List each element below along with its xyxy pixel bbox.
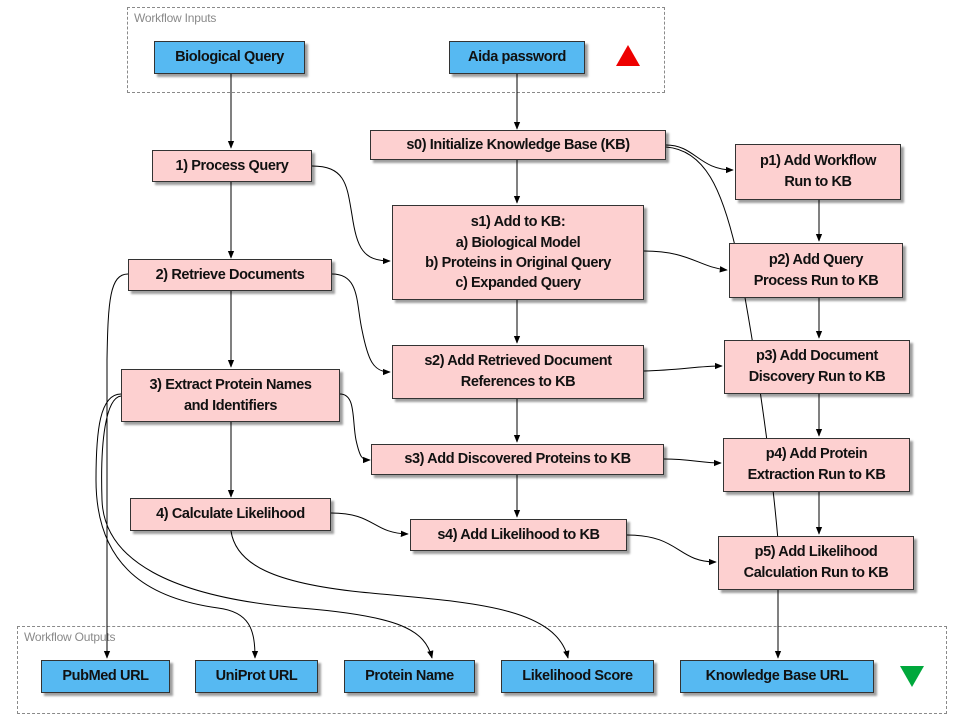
- uniprot-url-output[interactable]: UniProt URL: [195, 660, 318, 693]
- s1-item-c: c) Expanded Query: [455, 275, 581, 291]
- s2-add-retrieved-documents-step[interactable]: s2) Add Retrieved Document References to…: [392, 345, 644, 399]
- green-down-triangle-icon: [900, 666, 924, 687]
- extract-protein-names-label-line1: 3) Extract Protein Names: [149, 376, 312, 393]
- calculate-likelihood-step[interactable]: 4) Calculate Likelihood: [130, 498, 331, 531]
- edge-calculate-to-likelihood-score: [230, 530, 570, 659]
- edge-extract-to-protein-name: [101, 395, 434, 659]
- p5-add-likelihood-calculation-run-step[interactable]: p5) Add Likelihood Calculation Run to KB: [718, 536, 914, 590]
- p1-label-line2: Run to KB: [784, 174, 852, 190]
- process-query-step[interactable]: 1) Process Query: [152, 150, 312, 182]
- extract-protein-names-label-line2: and Identifiers: [183, 397, 278, 414]
- p3-label-line1: p3) Add Document: [756, 348, 878, 364]
- process-query-label: 1) Process Query: [175, 157, 289, 174]
- p5-label-line1: p5) Add Likelihood: [754, 544, 878, 560]
- s3-add-discovered-proteins-step[interactable]: s3) Add Discovered Proteins to KB: [371, 444, 664, 475]
- retrieve-documents-step[interactable]: 2) Retrieve Documents: [128, 259, 332, 291]
- knowledge-base-url-label: Knowledge Base URL: [705, 668, 849, 684]
- p2-label-line2: Process Run to KB: [753, 272, 879, 289]
- edge-s3-to-p4: [663, 458, 722, 467]
- pubmed-url-output[interactable]: PubMed URL: [41, 660, 170, 693]
- likelihood-score-label: Likelihood Score: [522, 668, 633, 684]
- p3-add-document-discovery-run-step[interactable]: p3) Add Document Discovery Run to KB: [724, 340, 910, 394]
- workflow-inputs-label: Workflow Inputs: [134, 11, 217, 25]
- p5-label-line2: Calculation Run to KB: [743, 565, 889, 581]
- s1-item-b: b) Proteins in Original Query: [425, 255, 611, 271]
- protein-name-label: Protein Name: [365, 668, 454, 684]
- p2-add-query-process-run-step[interactable]: p2) Add Query Process Run to KB: [729, 243, 903, 298]
- p4-add-protein-extraction-run-step[interactable]: p4) Add Protein Extraction Run to KB: [723, 438, 910, 492]
- uniprot-url-label: UniProt URL: [215, 668, 298, 684]
- biological-query-input[interactable]: Biological Query: [154, 41, 305, 74]
- p2-label-line1: p2) Add Query: [768, 251, 864, 268]
- s2-label-line2: References to KB: [460, 374, 576, 390]
- s1-item-a: a) Biological Model: [455, 235, 581, 251]
- s1-add-to-kb-step[interactable]: s1) Add to KB: a) Biological Model b) Pr…: [392, 205, 644, 300]
- edge-retrieve-to-pubmed: [103, 273, 129, 659]
- edge-s2-to-p3: [643, 362, 723, 372]
- edge-retrieve-to-s2: [331, 273, 391, 376]
- edge-calculate-to-s4: [330, 512, 409, 537]
- edge-s1-to-p2: [643, 250, 728, 273]
- p1-add-workflow-run-step[interactable]: p1) Add Workflow Run to KB: [735, 144, 901, 200]
- likelihood-score-output[interactable]: Likelihood Score: [501, 660, 654, 693]
- edge-process-to-s1: [311, 165, 391, 265]
- edge-extract-to-s3: [339, 393, 371, 464]
- extract-protein-names-step[interactable]: 3) Extract Protein Names and Identifiers: [121, 369, 340, 422]
- s4-label: s4) Add Likelihood to KB: [437, 526, 600, 543]
- edge-s0-to-p1: [665, 144, 734, 174]
- aida-password-label: Aida password: [468, 49, 566, 65]
- biological-query-label: Biological Query: [175, 49, 284, 65]
- s1-title: s1) Add to KB:: [470, 214, 566, 230]
- retrieve-documents-label: 2) Retrieve Documents: [155, 266, 305, 283]
- edge-s4-to-p5: [626, 534, 717, 566]
- s0-label: s0) Initialize Knowledge Base (KB): [406, 136, 630, 153]
- p3-label-line2: Discovery Run to KB: [748, 369, 886, 385]
- workflow-outputs-label: Workflow Outputs: [24, 630, 116, 644]
- s2-label-line1: s2) Add Retrieved Document: [424, 353, 612, 369]
- p1-label-line1: p1) Add Workflow: [759, 153, 877, 169]
- pubmed-url-label: PubMed URL: [62, 668, 149, 684]
- p4-label-line1: p4) Add Protein: [765, 446, 868, 462]
- s3-label: s3) Add Discovered Proteins to KB: [404, 451, 631, 467]
- s0-initialize-kb-step[interactable]: s0) Initialize Knowledge Base (KB): [370, 130, 666, 160]
- calculate-likelihood-label: 4) Calculate Likelihood: [156, 506, 305, 522]
- p4-label-line2: Extraction Run to KB: [747, 467, 886, 483]
- s4-add-likelihood-step[interactable]: s4) Add Likelihood to KB: [410, 519, 627, 551]
- protein-name-output[interactable]: Protein Name: [344, 660, 475, 693]
- red-up-triangle-icon: [616, 45, 640, 66]
- aida-password-input[interactable]: Aida password: [449, 41, 585, 74]
- knowledge-base-url-output[interactable]: Knowledge Base URL: [680, 660, 874, 693]
- edge-extract-to-uniprot: [95, 393, 259, 659]
